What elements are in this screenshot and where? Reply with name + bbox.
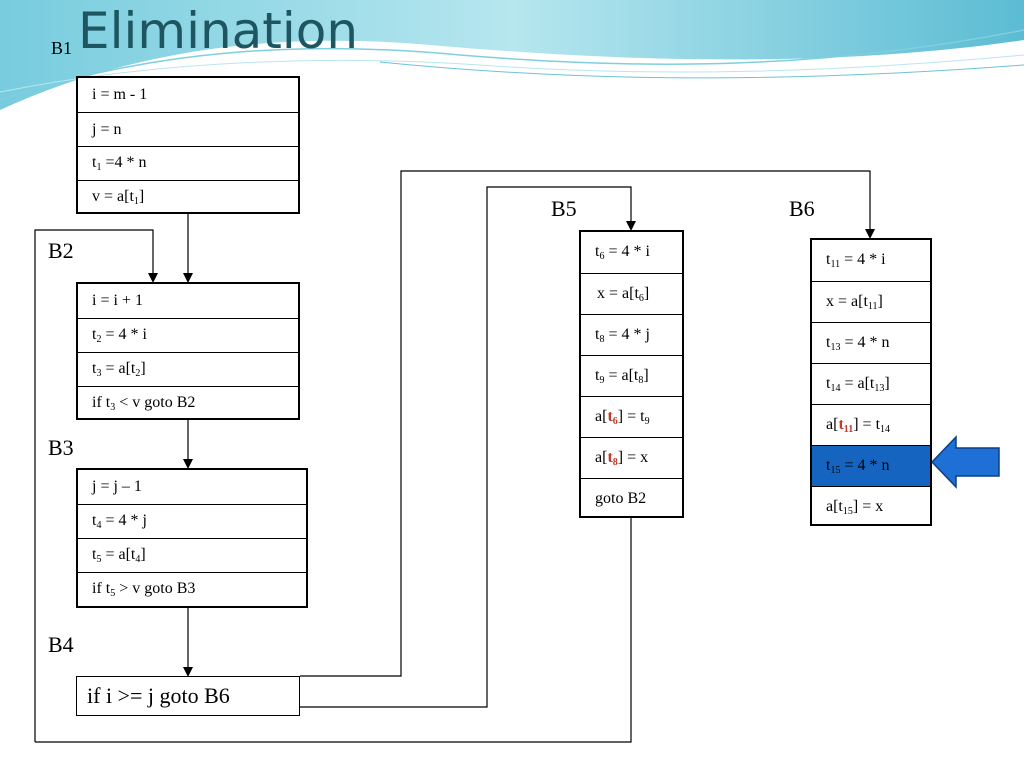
b6-row-highlighted: t15 = 4 * n bbox=[812, 445, 930, 486]
b3-row-text: if t5 > v goto B3 bbox=[92, 580, 196, 599]
b6-row: t13 = 4 * n bbox=[812, 322, 930, 363]
b5-row: a[t8] = x bbox=[581, 437, 682, 478]
b5-row: a[t6] = t9 bbox=[581, 396, 682, 437]
b3-row: t4 = 4 * j bbox=[78, 504, 306, 538]
block-b2: i = i + 1 t2 = 4 * i t3 = a[t2] if t3 < … bbox=[76, 282, 300, 420]
edge-b5-loop bbox=[35, 516, 632, 743]
b5-row: t6 = 4 * i bbox=[581, 232, 682, 273]
slide-title: Elimination bbox=[78, 2, 359, 60]
b1-row: i = m - 1 bbox=[78, 78, 298, 112]
b5-row: t9 = a[t8] bbox=[581, 355, 682, 396]
b5-row-text: t8 = 4 * j bbox=[595, 325, 650, 345]
b6-row: t14 = a[t13] bbox=[812, 363, 930, 404]
pointer-arrow-icon bbox=[930, 435, 1000, 489]
b5-row-text: a[t8] = x bbox=[595, 448, 649, 468]
b5-row-text: x = a[t6] bbox=[597, 284, 650, 304]
label-b3: B3 bbox=[48, 435, 74, 460]
b1-row: v = a[t1] bbox=[78, 180, 298, 214]
b6-row-text: t11 = 4 * i bbox=[826, 251, 886, 270]
b6-row: t11 = 4 * i bbox=[812, 240, 930, 281]
edge-b4-b6 bbox=[300, 170, 875, 677]
b5-row: t8 = 4 * j bbox=[581, 314, 682, 355]
b1-row-text: j = n bbox=[92, 120, 122, 138]
b2-row: i = i + 1 bbox=[78, 284, 298, 318]
b5-row-text: t9 = a[t8] bbox=[595, 366, 649, 386]
block-b1: i = m - 1 j = n t1 =4 * n v = a[t1] bbox=[76, 76, 300, 214]
b3-row-text: t4 = 4 * j bbox=[92, 512, 147, 531]
label-b5: B5 bbox=[551, 196, 577, 221]
b6-row-text: t14 = a[t13] bbox=[826, 374, 890, 394]
label-b2: B2 bbox=[48, 238, 74, 263]
b2-row-text: if t3 < v goto B2 bbox=[92, 394, 196, 413]
edge-loop-b2 bbox=[34, 229, 158, 742]
b6-row: a[t11] = t14 bbox=[812, 404, 930, 445]
b6-row-text: a[t15] = x bbox=[826, 497, 884, 517]
b5-row-text: a[t6] = t9 bbox=[595, 407, 650, 427]
b3-row: t5 = a[t4] bbox=[78, 538, 306, 572]
b6-row-text: t15 = 4 * n bbox=[826, 456, 890, 476]
b1-row-text: i = m - 1 bbox=[92, 86, 148, 103]
block-b3: j = j – 1 t4 = 4 * j t5 = a[t4] if t5 > … bbox=[76, 468, 308, 608]
b1-row-text: v = a[t1] bbox=[92, 188, 145, 207]
b1-row: j = n bbox=[78, 112, 298, 146]
b5-row-text: goto B2 bbox=[595, 490, 647, 507]
b3-row: j = j – 1 bbox=[78, 470, 306, 504]
b6-row: x = a[t11] bbox=[812, 281, 930, 322]
b3-row-text: j = j – 1 bbox=[92, 478, 142, 495]
b2-row: if t3 < v goto B2 bbox=[78, 386, 298, 420]
block-b5: t6 = 4 * i x = a[t6] t8 = 4 * j t9 = a[t… bbox=[579, 230, 684, 518]
b6-row: a[t15] = x bbox=[812, 486, 930, 527]
b3-row-text: t5 = a[t4] bbox=[92, 546, 146, 565]
b2-row-text: t3 = a[t2] bbox=[92, 360, 146, 379]
block-b6: t11 = 4 * i x = a[t11] t13 = 4 * n t14 =… bbox=[810, 238, 932, 526]
block-b4: if i >= j goto B6 bbox=[76, 676, 300, 716]
b1-row: t1 =4 * n bbox=[78, 146, 298, 180]
label-b6: B6 bbox=[789, 196, 815, 221]
b4-text: if i >= j goto B6 bbox=[87, 683, 230, 708]
b5-row-text: t6 = 4 * i bbox=[595, 243, 650, 262]
b3-row: if t5 > v goto B3 bbox=[78, 572, 306, 606]
b2-row-text: t2 = 4 * i bbox=[92, 326, 147, 345]
b6-row-text: x = a[t11] bbox=[826, 292, 883, 312]
b2-row-text: i = i + 1 bbox=[92, 292, 143, 309]
b5-row: goto B2 bbox=[581, 478, 682, 519]
b1-row-text: t1 =4 * n bbox=[92, 154, 147, 173]
b6-row-text: a[t11] = t14 bbox=[826, 415, 891, 435]
label-b4: B4 bbox=[48, 632, 74, 657]
title-prefix: B1 bbox=[51, 38, 73, 58]
edge-b4-b5 bbox=[300, 186, 636, 708]
b6-row-text: t13 = 4 * n bbox=[826, 333, 890, 353]
header-wave-decoration bbox=[0, 0, 1024, 110]
b5-row: x = a[t6] bbox=[581, 273, 682, 314]
b2-row: t3 = a[t2] bbox=[78, 352, 298, 386]
b2-row: t2 = 4 * i bbox=[78, 318, 298, 352]
